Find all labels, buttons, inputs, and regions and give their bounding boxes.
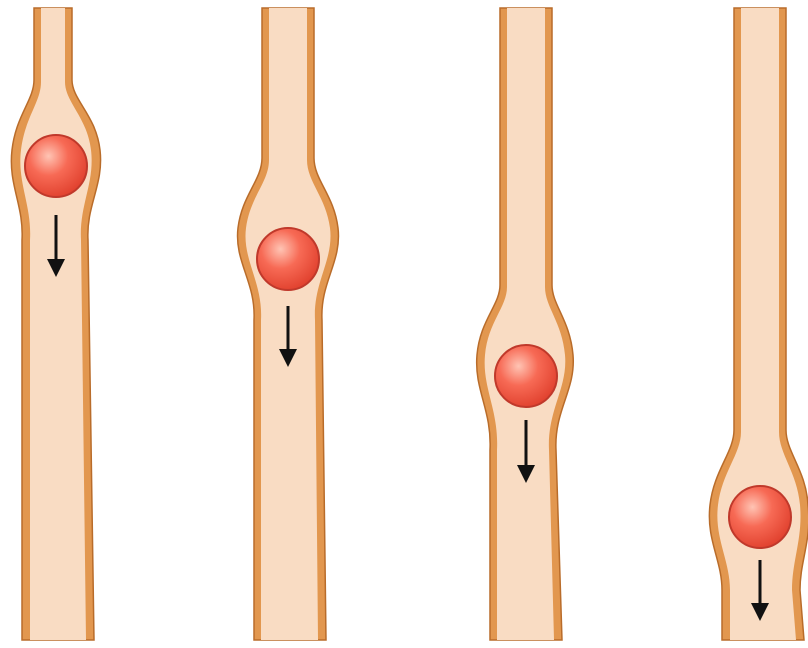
stage-1 — [11, 8, 100, 640]
bolus — [729, 486, 791, 548]
stage-4 — [709, 8, 808, 640]
bolus — [257, 228, 319, 290]
bolus — [25, 135, 87, 197]
stage-3 — [477, 8, 574, 640]
bolus — [495, 345, 557, 407]
stage-2 — [238, 8, 339, 640]
